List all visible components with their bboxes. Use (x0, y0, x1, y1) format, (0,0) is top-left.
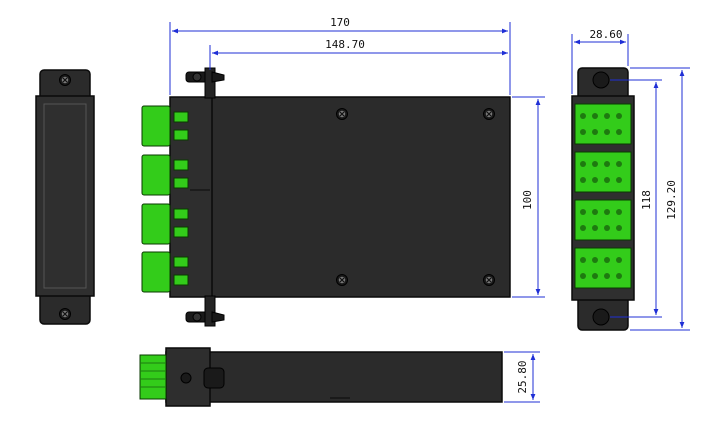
latch-icon[interactable] (185, 295, 225, 327)
screw-icon (482, 107, 496, 121)
adapter-group (141, 203, 189, 245)
screw-icon (58, 307, 72, 321)
adapter-group (141, 105, 189, 147)
adapter-group (141, 251, 189, 293)
front-adapter-block (574, 247, 632, 289)
rear-end-view (35, 69, 95, 325)
screw-icon (335, 107, 349, 121)
cassette-body (209, 96, 511, 298)
mount-hole-top (592, 71, 610, 89)
front-adapter-block (574, 103, 632, 145)
latch-icon[interactable] (185, 67, 225, 99)
dim-front-width: 28.60 (589, 28, 622, 41)
dim-mount-hole-spacing: 118 (640, 190, 653, 210)
side-view: 25.80 (139, 347, 540, 407)
latch-icon[interactable] (180, 367, 225, 389)
dim-side-thickness: 25.80 (516, 360, 529, 393)
dim-body-length: 148.70 (325, 38, 365, 51)
screw-icon (335, 273, 349, 287)
dim-overall-length: 170 (330, 16, 350, 29)
main-top-view: 170 148.70 100 (141, 16, 545, 327)
front-adapter-block (574, 151, 632, 193)
screw-icon (58, 73, 72, 87)
front-adapter-block (574, 199, 632, 241)
adapter-group (141, 154, 189, 196)
screw-icon (482, 273, 496, 287)
dim-front-height: 129.20 (665, 180, 678, 220)
front-view: 28.60 118 129.20 (571, 28, 690, 331)
rear-end-panel (43, 103, 87, 289)
mount-hole-bottom (592, 308, 610, 326)
rear-end-body (35, 95, 95, 297)
side-adapters (139, 354, 167, 400)
dim-body-height: 100 (521, 190, 534, 210)
